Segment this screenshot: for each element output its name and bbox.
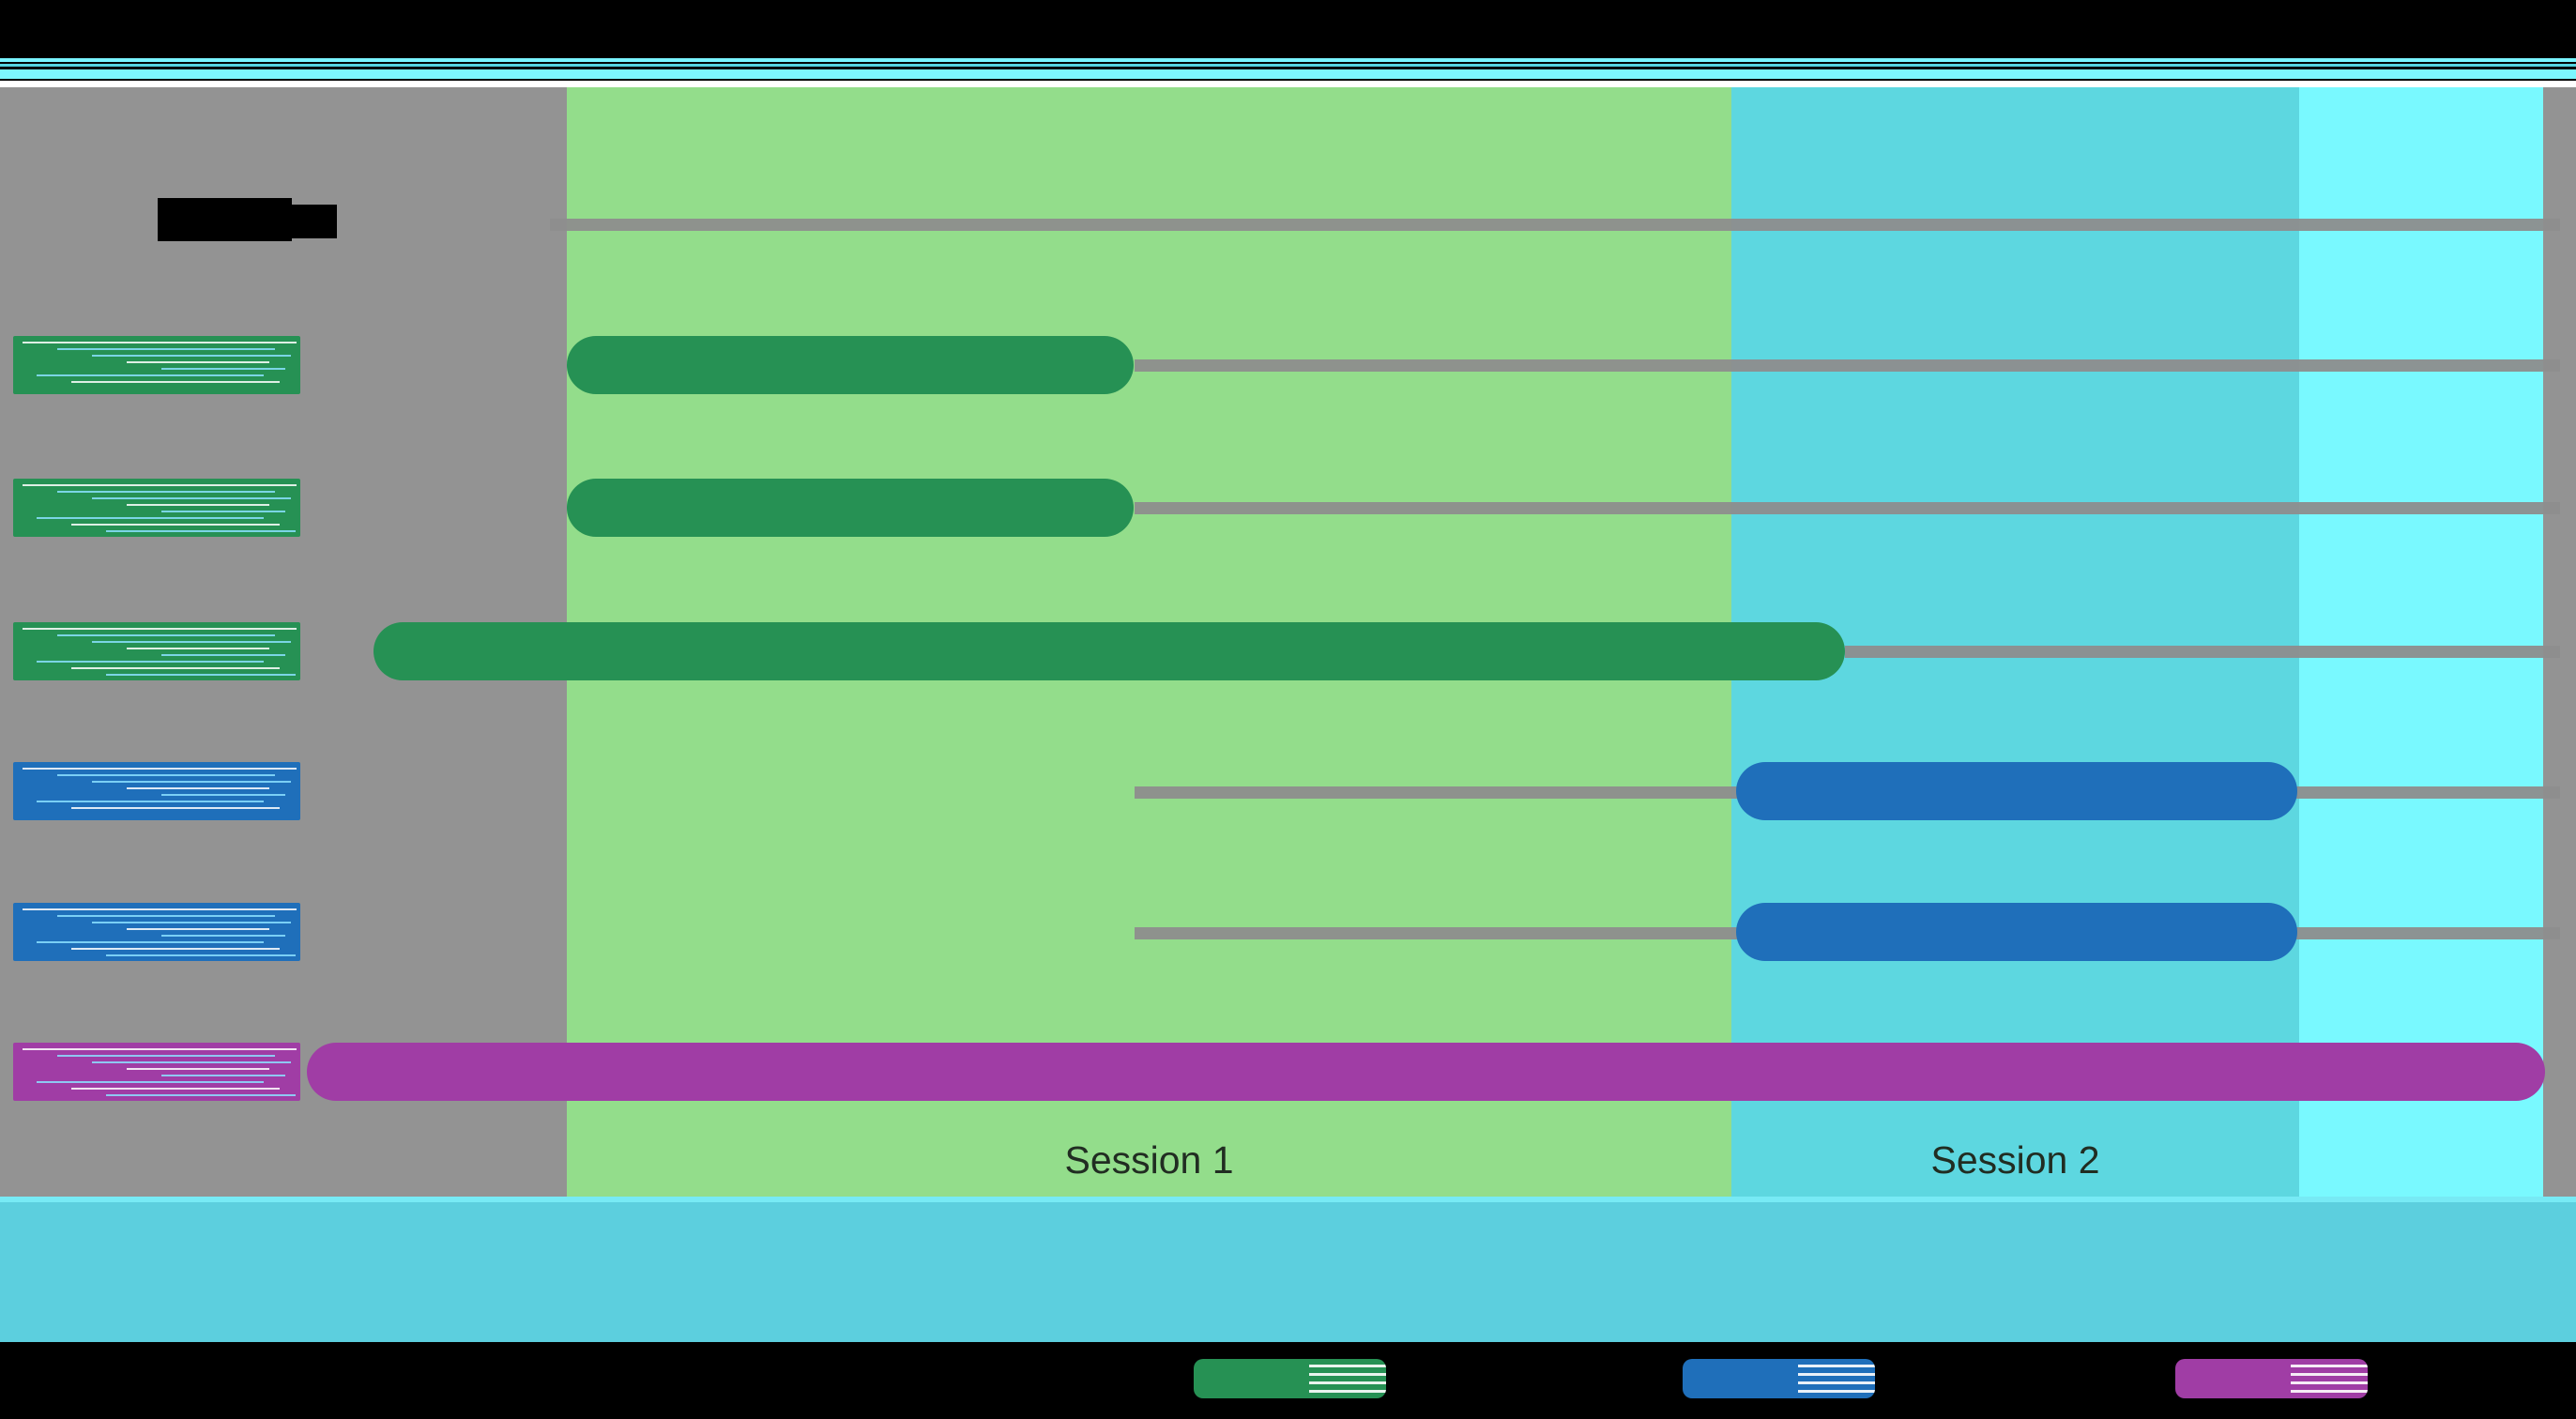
track-line-3 xyxy=(1845,646,2560,658)
cyan-rule-3 xyxy=(0,69,2576,79)
row-label-dataset-b1 xyxy=(13,762,300,820)
bar-dataset-a1[interactable] xyxy=(567,336,1134,394)
white-rule xyxy=(0,81,2576,87)
row-label-dataset-a2 xyxy=(13,479,300,537)
bar-dataset-a3[interactable] xyxy=(373,622,1845,680)
session-band-3 xyxy=(2299,87,2543,1197)
legend-item-3[interactable] xyxy=(2175,1359,2368,1398)
plot-area: Session 1 Session 2 xyxy=(0,87,2576,1197)
row-label-dataset-a1 xyxy=(13,336,300,394)
track-line-2 xyxy=(1135,502,2560,514)
chart-title-redaction-tail xyxy=(158,205,337,238)
row-label-dataset-a3 xyxy=(13,622,300,680)
track-line-0 xyxy=(550,219,2560,231)
legend-swatch-2 xyxy=(1683,1359,1875,1398)
legend-item-1[interactable] xyxy=(1194,1359,1386,1398)
row-label-dataset-c1 xyxy=(13,1043,300,1101)
session-label-2: Session 2 xyxy=(1930,1138,2100,1182)
bar-dataset-b2[interactable] xyxy=(1736,903,2297,961)
legend xyxy=(0,1342,2576,1419)
bar-dataset-c1[interactable] xyxy=(307,1043,2545,1101)
cyan-rule-2 xyxy=(0,64,2576,67)
bottom-cyan-band xyxy=(0,1197,2576,1342)
session-label-1: Session 1 xyxy=(1064,1138,1234,1182)
cyan-rule-1 xyxy=(0,58,2576,62)
top-black-strip xyxy=(0,0,2576,58)
track-line-1 xyxy=(1135,359,2560,372)
legend-swatch-1 xyxy=(1194,1359,1386,1398)
row-label-dataset-b2 xyxy=(13,903,300,961)
legend-swatch-3 xyxy=(2175,1359,2368,1398)
bar-dataset-b1[interactable] xyxy=(1736,762,2297,820)
bar-dataset-a2[interactable] xyxy=(567,479,1134,537)
bottom-cyan-highlight xyxy=(0,1197,2576,1202)
legend-item-2[interactable] xyxy=(1683,1359,1875,1398)
